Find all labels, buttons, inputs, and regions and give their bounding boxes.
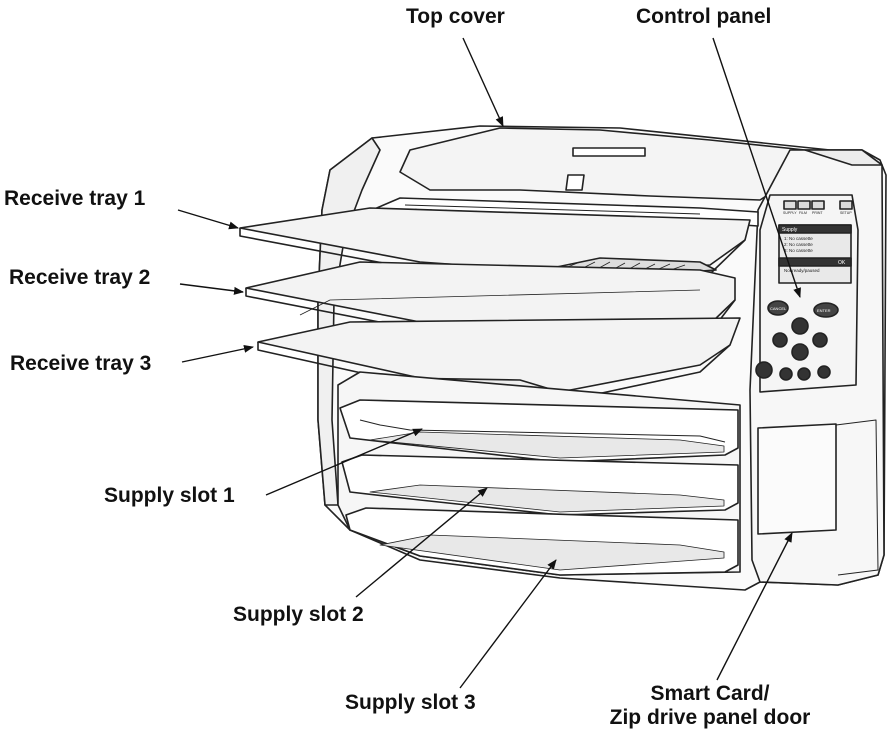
key-print-label: PRINT	[812, 211, 823, 215]
smart-card-door	[757, 423, 837, 535]
cancel-button	[767, 300, 789, 316]
leader-control-panel	[712, 37, 801, 298]
label-supply-slot-1: Supply slot 1	[104, 484, 235, 507]
label-top-cover: Top cover	[406, 5, 505, 28]
power-icon	[755, 361, 773, 379]
cancel-label: CANCEL	[770, 306, 787, 311]
label-receive-tray-1: Receive tray 1	[4, 187, 146, 210]
label-smart-card-door: Smart Card/ Zip drive panel door	[590, 682, 830, 730]
arrow-right-icon	[812, 332, 828, 348]
lcd-footer: Not ready/paused	[784, 268, 820, 273]
leader-supply-slot-3	[459, 559, 557, 689]
key-film-label: FILM	[799, 211, 807, 215]
leader-receive-tray-3	[181, 344, 254, 363]
arrow-left-icon	[772, 332, 788, 348]
lcd-title: Supply	[782, 227, 798, 233]
leader-receive-tray-2	[179, 283, 244, 295]
arrow-up-icon	[791, 317, 809, 335]
label-smart-card-line2: Zip drive panel door	[609, 706, 811, 729]
key-supply-label: SUPPLY	[783, 211, 797, 215]
top-cover	[399, 127, 806, 201]
enter-label: ENTER	[817, 308, 831, 313]
lcd-line-3: 3: No cassette	[784, 248, 813, 253]
leader-supply-slot-1	[265, 428, 423, 496]
lcd-screen	[778, 224, 852, 284]
enter-button	[813, 302, 839, 318]
lcd-line-1: 1: No cassette	[784, 236, 813, 241]
lcd-status: OK	[838, 260, 846, 266]
leader-smart-card	[716, 532, 793, 681]
label-control-panel: Control panel	[636, 5, 772, 28]
label-smart-card-line1: Smart Card/	[650, 682, 770, 705]
label-supply-slot-2: Supply slot 2	[233, 603, 364, 626]
leader-receive-tray-1	[177, 209, 239, 230]
lcd-line-2: 2: No cassette	[784, 242, 813, 247]
key-setup-label: SETUP	[840, 211, 852, 215]
arrow-down-icon	[791, 343, 809, 361]
label-receive-tray-3: Receive tray 3	[10, 352, 152, 375]
label-receive-tray-2: Receive tray 2	[9, 266, 151, 289]
leader-top-cover	[462, 37, 504, 127]
label-supply-slot-3: Supply slot 3	[345, 691, 476, 714]
leader-supply-slot-2	[355, 487, 488, 598]
